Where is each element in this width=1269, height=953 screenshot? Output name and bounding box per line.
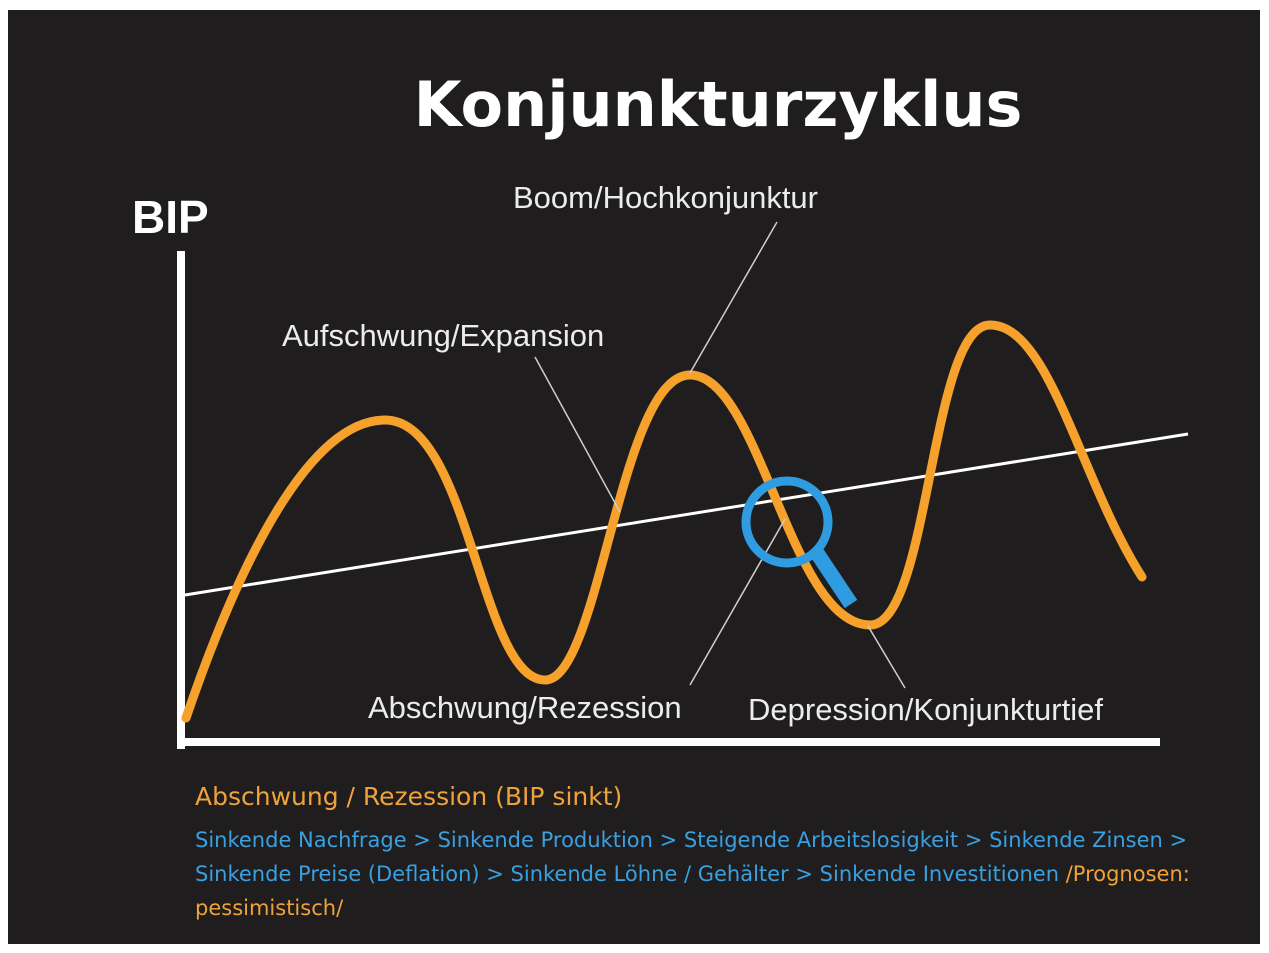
label-boom: Boom/Hochkonjunktur	[513, 180, 818, 215]
magnifier-icon	[741, 476, 858, 609]
label-recession: Abschwung/Rezession	[368, 690, 682, 725]
cycle-curve	[181, 320, 1147, 723]
slide-background	[8, 10, 1260, 944]
caption-sequence: Sinkende Nachfrage > Sinkende Produktion…	[195, 828, 1188, 886]
leader-expansion	[534, 356, 621, 513]
slide-title: Konjunkturzyklus	[413, 68, 1023, 141]
caption-heading: Abschwung / Rezession (BIP sinkt)	[195, 782, 623, 811]
label-expansion: Aufschwung/Expansion	[282, 318, 605, 353]
trend-line	[184, 432, 1189, 597]
label-depression: Depression/Konjunkturtief	[748, 692, 1103, 727]
y-axis-label: BIP	[132, 191, 209, 243]
leader-recession	[689, 518, 786, 686]
leader-depression	[867, 625, 906, 689]
caption-forecast: /Prognosen: pessimistisch/	[195, 862, 1190, 920]
caption-body: Sinkende Nachfrage > Sinkende Produktion…	[195, 823, 1205, 925]
leader-boom	[689, 221, 778, 374]
